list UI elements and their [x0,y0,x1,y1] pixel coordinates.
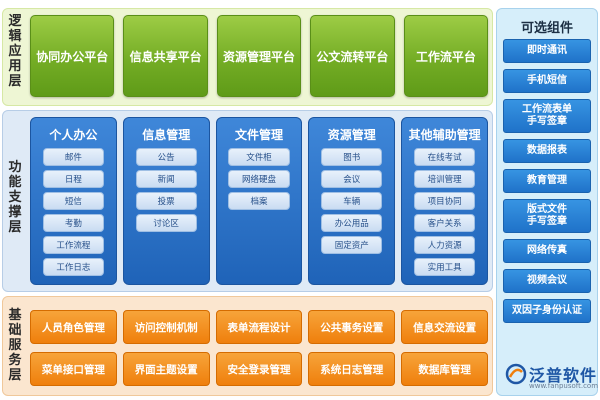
function-item: 工作日志 [42,258,105,276]
logo-url: www.fanpusoft.com [529,382,599,390]
function-item: 讨论区 [135,214,197,232]
function-item: 短信 [42,192,105,210]
optional-item-im: 即时通讯 [503,39,591,63]
function-item: 客户关系 [413,214,476,232]
optional-components-list: 即时通讯 手机短信 工作流表单 手写签章 数据报表 教育管理 版式文件 手写签章… [503,39,591,329]
function-row: 个人办公 邮件 日程 短信 考勤 工作流程 工作日志 信息管理 公告 新闻 投票… [30,117,488,285]
app-item-collab-office: 协同办公平台 [30,15,115,97]
app-item-resource-mgmt: 资源管理平台 [216,15,302,97]
base-item: 访问控制机制 [122,310,210,344]
function-column-title: 信息管理 [142,128,191,142]
optional-item-report: 数据报表 [503,139,591,163]
base-item: 公共事务设置 [308,310,396,344]
base-item: 安全登录管理 [215,352,303,386]
function-item: 网络硬盘 [228,170,290,188]
optional-item-video-conf: 视频会议 [503,269,591,293]
fanpu-logo-icon [505,363,527,385]
function-column-other: 其他辅助管理 在线考试 培训管理 项目协同 客户关系 人力资源 实用工具 [401,117,488,285]
function-item: 车辆 [321,192,383,210]
function-column-personal: 个人办公 邮件 日程 短信 考勤 工作流程 工作日志 [30,117,117,285]
function-column-title: 资源管理 [327,128,376,142]
function-layer-label: 功能支撑层 [8,160,22,235]
optional-components-panel: 可选组件 即时通讯 手机短信 工作流表单 手写签章 数据报表 教育管理 版式文件… [496,8,598,396]
optional-item-workflow-form: 工作流表单 手写签章 [503,99,591,133]
base-service-grid: 人员角色管理 访问控制机制 表单流程设计 公共事务设置 信息交流设置 菜单接口管… [30,310,488,386]
base-item: 表单流程设计 [215,310,303,344]
function-item: 办公用品 [321,214,383,232]
optional-components-title: 可选组件 [520,21,573,36]
function-item: 邮件 [42,148,105,166]
application-row: 协同办公平台 信息共享平台 资源管理平台 公文流转平台 工作流平台 [30,15,489,97]
function-item: 日程 [42,170,105,188]
function-item: 固定资产 [321,236,383,254]
optional-item-sms: 手机短信 [503,69,591,93]
function-column-resources: 资源管理 图书 会议 车辆 办公用品 固定资产 [308,117,396,285]
function-item: 文件柜 [228,148,290,166]
function-item: 在线考试 [413,148,476,166]
optional-item-fax: 网络传真 [503,239,591,263]
function-column-title: 个人办公 [49,128,98,142]
function-column-title: 文件管理 [234,128,283,142]
function-item: 会议 [321,170,383,188]
function-item: 新闻 [135,170,197,188]
base-item: 界面主题设置 [122,352,210,386]
app-item-info-share: 信息共享平台 [123,15,208,97]
fanpu-logo: 泛普软件 www.fanpusoft.com [505,360,598,396]
function-item: 档案 [228,192,290,210]
app-item-workflow: 工作流平台 [403,15,489,97]
app-item-document-flow: 公文流转平台 [310,15,395,97]
optional-item-layout-file: 版式文件 手写签章 [503,199,591,233]
base-layer-label: 基础服务层 [8,308,22,383]
function-item: 项目协同 [413,192,476,210]
function-item: 工作流程 [42,236,105,254]
base-item: 菜单接口管理 [30,352,117,386]
function-item: 投票 [135,192,197,210]
function-item: 图书 [321,148,383,166]
base-item: 系统日志管理 [308,352,396,386]
logo-text: 泛普软件 [529,366,598,385]
base-item: 信息交流设置 [401,310,488,344]
base-item: 人员角色管理 [30,310,117,344]
function-item: 考勤 [42,214,105,232]
function-column-files: 文件管理 文件柜 网络硬盘 档案 [215,117,303,285]
optional-item-education: 教育管理 [503,169,591,193]
function-item: 培训管理 [413,170,476,188]
function-item: 公告 [135,148,197,166]
function-item: 人力资源 [413,236,476,254]
function-item: 实用工具 [413,258,476,276]
application-layer-label: 逻辑应用层 [8,14,22,89]
function-column-title: 其他辅助管理 [408,128,481,142]
optional-item-2fa: 双因子身份认证 [503,299,591,323]
base-item: 数据库管理 [401,352,488,386]
function-column-info: 信息管理 公告 新闻 投票 讨论区 [122,117,210,285]
